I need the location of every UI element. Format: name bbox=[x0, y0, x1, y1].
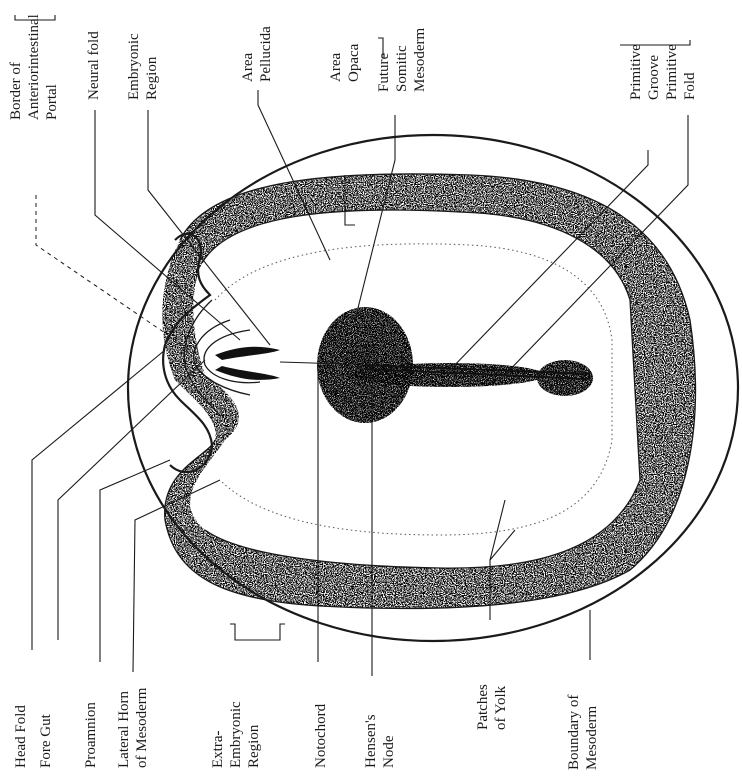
patches-of-yolk-band bbox=[162, 174, 695, 609]
label-head-fold: Head Fold bbox=[13, 705, 29, 768]
embryo-drawing bbox=[128, 135, 738, 641]
label-primitive-groove: Primitive Groove bbox=[628, 40, 662, 100]
label-area-opaca: Area Opaca bbox=[328, 43, 362, 82]
label-primitive-fold: Primitive Fold bbox=[664, 40, 698, 100]
label-notochord: Notochord bbox=[313, 703, 329, 768]
label-hensens-node: Hensen's Node bbox=[363, 711, 397, 768]
label-border-portal: Border of Anteriorintestinal Portal bbox=[8, 10, 60, 120]
label-boundary-of-mesoderm: Boundary of Mesoderm bbox=[566, 691, 600, 770]
label-patches-of-yolk: Patches of Yolk bbox=[475, 680, 509, 730]
label-fore-gut: Fore Gut bbox=[38, 713, 54, 768]
bracket-extra-embryonic bbox=[230, 624, 285, 640]
label-area-pellucida: Area Pellucida bbox=[240, 26, 274, 82]
label-neural-fold: Neural fold bbox=[86, 31, 102, 100]
label-proamnion: Proamnion bbox=[83, 702, 99, 768]
leader-head-fold bbox=[32, 350, 165, 650]
label-lateral-horn: Lateral Horn of Mesoderm bbox=[116, 687, 150, 768]
label-embryonic-region: Embryonic Region bbox=[126, 30, 160, 100]
left-labels: Head Fold Fore Gut Proamnion Lateral Hor… bbox=[13, 680, 600, 770]
label-extra-embryonic: Extra- Embryonic Region bbox=[210, 698, 262, 768]
right-labels: Border of Anteriorintestinal Portal Neur… bbox=[8, 10, 698, 120]
label-future-somitic: Future Somitic Mesoderm bbox=[376, 28, 428, 92]
